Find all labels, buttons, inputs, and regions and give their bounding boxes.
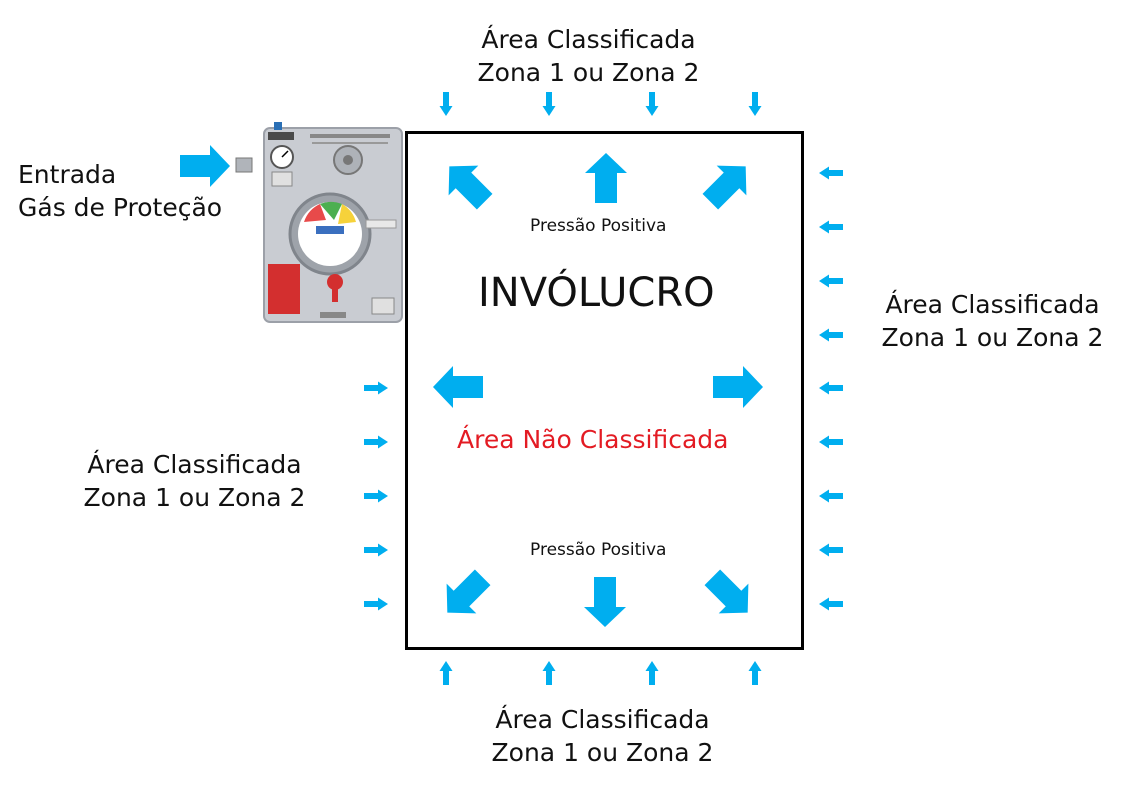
pressure-arrow-bottom-icon [584,577,626,627]
enclosure-title: INVÓLUCRO [478,270,715,316]
gas-inlet-arrow-icon [180,145,230,187]
top-area-line1: Área Classificada [481,25,696,54]
right-area-label: Área Classificada Zona 1 ou Zona 2 [870,288,1115,354]
right-inward-arrow-icon-8 [819,597,843,611]
bottom-inward-arrow-icon-3 [748,661,762,685]
left-area-label: Área Classificada Zona 1 ou Zona 2 [72,448,317,514]
inlet-fitting-icon [235,157,253,173]
right-inward-arrow-icon-0 [819,166,843,180]
right-inward-arrow-icon-5 [819,435,843,449]
left-inward-arrow-icon-3 [364,543,388,557]
pressure-arrow-top-icon [585,153,627,203]
top-inward-arrow-icon-2 [645,92,659,116]
bottom-area-label: Área Classificada Zona 1 ou Zona 2 [480,703,725,769]
top-area-label: Área Classificada Zona 1 ou Zona 2 [466,23,711,89]
pressure-arrow-bottom-left-icon [446,569,491,614]
purge-pressurization-unit-icon [263,122,403,323]
right-inward-arrow-icon-3 [819,328,843,342]
left-inward-arrow-icon-4 [364,597,388,611]
inlet-line1: Entrada [18,160,117,189]
right-inward-arrow-icon-4 [819,381,843,395]
left-area-line2: Zona 1 ou Zona 2 [83,483,306,512]
right-area-line1: Área Classificada [885,290,1100,319]
left-inward-arrow-icon-2 [364,489,388,503]
left-inward-arrow-icon-1 [364,435,388,449]
inlet-line2: Gás de Proteção [18,193,223,222]
unclassified-area-label: Área Não Classificada [457,425,729,454]
right-inward-arrow-icon-2 [819,274,843,288]
bottom-inward-arrow-icon-2 [645,661,659,685]
bottom-area-line1: Área Classificada [495,705,710,734]
top-inward-arrow-icon-0 [439,92,453,116]
pressure-arrow-top-right-icon [702,165,747,210]
bottom-area-line2: Zona 1 ou Zona 2 [491,738,714,767]
top-inward-arrow-icon-1 [542,92,556,116]
enclosure-box [405,131,804,650]
pressure-bottom-label: Pressão Positiva [530,540,667,560]
right-inward-arrow-icon-1 [819,220,843,234]
pressure-arrow-top-left-icon [448,165,493,210]
pressure-top-label: Pressão Positiva [530,216,667,236]
right-area-line2: Zona 1 ou Zona 2 [881,323,1104,352]
right-inward-arrow-icon-7 [819,543,843,557]
top-area-line2: Zona 1 ou Zona 2 [477,58,700,87]
pressure-arrow-bottom-right-icon [704,569,749,614]
bottom-inward-arrow-icon-0 [439,661,453,685]
right-inward-arrow-icon-6 [819,489,843,503]
left-inward-arrow-icon-0 [364,381,388,395]
left-area-line1: Área Classificada [87,450,302,479]
pressure-arrow-left-icon [433,366,483,408]
bottom-inward-arrow-icon-1 [542,661,556,685]
pressure-arrow-right-icon [713,366,763,408]
inlet-label: Entrada Gás de Proteção [18,158,222,224]
top-inward-arrow-icon-3 [748,92,762,116]
